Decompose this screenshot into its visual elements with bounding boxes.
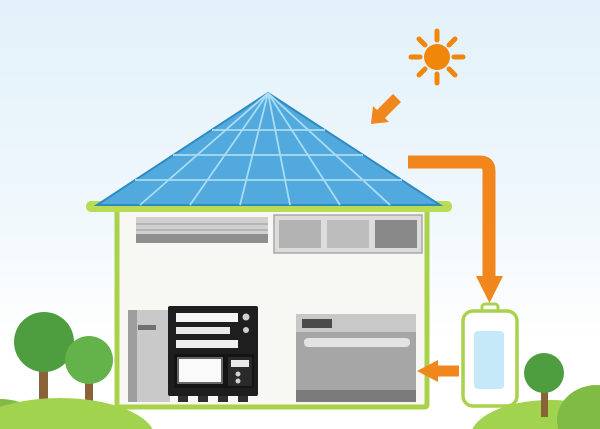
second-floor-awning bbox=[136, 217, 268, 243]
dishwasher-base bbox=[296, 390, 416, 402]
awning-underside bbox=[136, 234, 268, 243]
microwave-window bbox=[177, 357, 223, 384]
foot bbox=[218, 396, 228, 402]
knob-icon bbox=[242, 313, 250, 321]
microwave-display bbox=[231, 360, 249, 367]
awning-slat bbox=[136, 223, 268, 225]
window-pane-left bbox=[279, 220, 321, 248]
sun-ray bbox=[416, 36, 428, 48]
window-pane-right bbox=[375, 220, 417, 248]
window-band bbox=[273, 214, 423, 254]
tree-trunk bbox=[39, 362, 48, 424]
panel-grid-line bbox=[239, 92, 269, 206]
sun-disc bbox=[424, 44, 450, 70]
dishwasher-control bbox=[302, 319, 332, 328]
window-pane-middle bbox=[327, 220, 369, 248]
tree-trunk bbox=[541, 385, 548, 417]
tree-small-right bbox=[524, 353, 564, 417]
cabinet-edge bbox=[128, 310, 137, 402]
panel-grid-line bbox=[189, 92, 269, 206]
tree-canopy bbox=[65, 336, 113, 384]
storage-battery-unit bbox=[461, 302, 519, 408]
tree-large-left bbox=[14, 312, 74, 424]
panel-grid-line bbox=[267, 92, 291, 206]
sun-rays bbox=[408, 28, 466, 86]
microwave-oven bbox=[174, 354, 254, 388]
display-bar bbox=[176, 327, 230, 334]
arrow-head bbox=[476, 276, 503, 303]
tree-canopy bbox=[524, 353, 564, 393]
cabinet-handle bbox=[138, 325, 156, 330]
awning-top bbox=[136, 217, 268, 234]
kitchen-cabinet bbox=[128, 310, 170, 402]
solar-panel-grid bbox=[135, 92, 402, 206]
panel-grid-line bbox=[267, 92, 341, 206]
display-bar bbox=[176, 340, 238, 348]
foot bbox=[238, 396, 248, 402]
appliance-stack bbox=[168, 306, 258, 402]
sun-ray bbox=[446, 66, 458, 78]
arrow-battery-to-house-icon bbox=[417, 360, 459, 382]
arrow-sun-to-roof-icon bbox=[371, 94, 401, 124]
bush-dark-right bbox=[557, 385, 600, 429]
panel-grid-line bbox=[139, 92, 269, 206]
awning-slat bbox=[136, 229, 268, 231]
arrow-head bbox=[417, 360, 438, 382]
appliance-feet bbox=[178, 396, 248, 402]
display-bar bbox=[176, 313, 238, 322]
button-icon bbox=[235, 378, 241, 384]
panel-grid-line bbox=[267, 92, 391, 206]
arrow-roof-to-battery-icon bbox=[408, 155, 503, 303]
battery-cell bbox=[474, 331, 504, 389]
tree-canopy bbox=[14, 312, 74, 372]
solar-panel-roof bbox=[93, 91, 444, 206]
sun-icon bbox=[408, 28, 466, 86]
knob-icon bbox=[243, 327, 249, 333]
dishwasher-handle-slot bbox=[304, 338, 410, 347]
ground-bushes bbox=[0, 385, 600, 429]
arrow-shaft bbox=[408, 155, 496, 280]
foot bbox=[198, 396, 208, 402]
sun-ray bbox=[416, 66, 428, 78]
button-icon bbox=[235, 371, 241, 377]
foot bbox=[178, 396, 188, 402]
roof-panel-face bbox=[93, 91, 444, 206]
kitchen-cutaway bbox=[128, 306, 416, 402]
dishwasher bbox=[296, 314, 416, 402]
bush-light-left bbox=[0, 398, 153, 429]
sun-ray bbox=[446, 36, 458, 48]
